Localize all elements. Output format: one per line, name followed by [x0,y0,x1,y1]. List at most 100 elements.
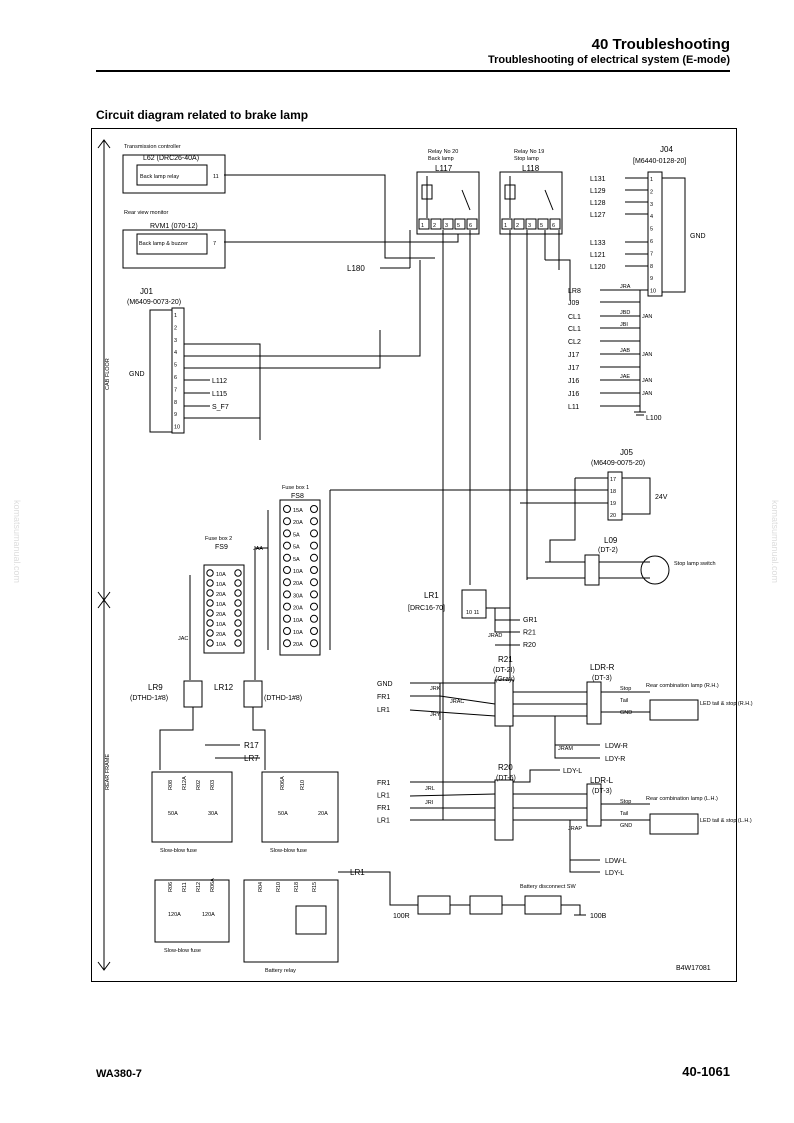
lr1-part: [DRC16-70] [408,605,445,612]
battery-relay-lr: LR1 [350,868,365,877]
lr1-name: LR1 [424,591,439,600]
sbf1-rating: 30A [208,811,218,817]
sbf3-name: Slow-blow fuse [164,948,201,954]
r21-input-label: GND [377,681,393,688]
j01-output-label: L112 [212,378,227,385]
j04-wire-label: CL2 [568,339,581,346]
fs8-terminal [310,578,318,587]
fs9-terminal [206,639,214,647]
relay19-pin: 1 [504,223,507,229]
r21-splice: JRY [430,712,441,718]
fs8-rating: 20A [293,520,303,526]
battery-relay-code: R10 [276,882,282,892]
fs8-rating: 10A [293,618,303,624]
j01-pin: 5 [174,363,177,369]
ldr-l-row: Tail [620,811,628,817]
relay19-pin-box [537,218,549,230]
sbf1-name: Slow-blow fuse [160,848,197,854]
diagram-frame [91,128,737,982]
relay19-name: L118 [522,164,540,173]
ldr-l-led: LED tail & stop (L.H.) [700,818,752,824]
j04-pin: 4 [650,214,653,220]
fs8-rating: 15A [293,508,303,514]
j04-splice: JAE [620,374,630,380]
j04-wire-label: J16 [568,391,579,398]
sbf3-rating: 120A [202,912,215,918]
sbf3-rating: 120A [168,912,181,918]
j04-splice: JBI [620,322,628,328]
battery-relay-code: R04 [258,882,264,892]
relay19-pin-box [513,218,525,230]
r20-type: (DT-6) [496,775,516,782]
relay19-pin: 5 [540,223,543,229]
r21-splice: JRK [430,686,441,692]
r20-name: R20 [498,763,513,772]
j04-wire-label: J09 [568,300,579,307]
j04-l100: L100 [646,415,662,422]
fs9-terminal [206,609,214,617]
r20-input-label: FR1 [377,805,390,812]
fs9-terminal [234,619,242,627]
diagram-code: B4W17081 [676,965,711,972]
fs9-rating: 20A [216,632,226,638]
rvm1-func: Back lamp & buzzer [139,241,188,247]
lr9-name: LR9 [148,683,163,692]
lr9-type: (DTHD-1#8) [130,695,168,702]
fs8-terminal [310,529,318,538]
relay20-pin-box [442,218,454,230]
sbf2-rating: 50A [278,811,288,817]
relay19-pin: 6 [552,223,555,229]
fs8-rating: 10A [293,630,303,636]
relay20-title: Relay No 20 [428,149,458,155]
j01-pin: 2 [174,325,177,331]
lr1-splice: JRAD [488,633,502,639]
j05-pin: 20 [610,513,616,519]
l62-owner: Transmission controller [124,144,181,150]
ldr-r-led: LED tail & stop (R.H.) [700,701,753,707]
fs8-terminal [310,553,318,562]
ldr-r-lamp: Rear combination lamp (R.H.) [646,683,719,689]
fs9-terminal [234,609,242,617]
r21-input-label: LR1 [377,707,390,714]
j04-wire-label: L120 [590,264,606,271]
fs8-rating: 20A [293,581,303,587]
fs8-name: FS8 [291,493,304,500]
j04-wire-label: L11 [568,404,579,411]
j04-wire-label: J16 [568,378,579,385]
sbf1-code: R12A [182,776,188,790]
fs8-terminal [310,566,318,574]
j04-gnd: GND [690,233,706,240]
j05-pin: 19 [610,501,616,507]
r21-splice: JRAC [450,699,464,705]
fs8-splice: JAA [253,546,263,552]
ldy-l-label: LDY-L [563,768,582,775]
relay20-pin: 1 [421,223,424,229]
relay19-sub: Stop lamp [514,156,539,162]
j04-splice: JRA [620,284,631,290]
j01-part: (M6409-0073-20) [127,299,181,306]
relay20-pin-box [430,218,442,230]
r20-input-label: LR1 [377,793,390,800]
j04-wire-label: L131 [590,176,606,183]
j04-jan: JAN [642,352,652,358]
j04-wire-label: CL1 [568,314,581,321]
j04-wire-label: L133 [590,240,606,247]
rvm1-owner: Rear view monitor [124,210,168,216]
j04-jan: JAN [642,391,652,397]
j05-volt: 24V [655,494,668,501]
fs8-terminal [310,505,318,513]
j04-jan: JAN [642,378,652,384]
zone-cab-label: CAB FLOOR [105,358,111,390]
fs8-rating: 20A [293,606,303,612]
j04-splice: JBD [620,310,630,316]
j01-pin: 10 [174,425,180,431]
footer-model: WA380-7 [96,1068,142,1080]
relay20-name: L117 [435,164,453,173]
fs9-terminal [234,639,242,647]
relay20-sub: Back lamp [428,156,454,162]
ldr-l-splice: JRAP [568,826,582,832]
relay19-pin-box [525,218,537,230]
fs8-terminal [310,602,318,611]
footer-page: 40-1061 [682,1064,730,1079]
